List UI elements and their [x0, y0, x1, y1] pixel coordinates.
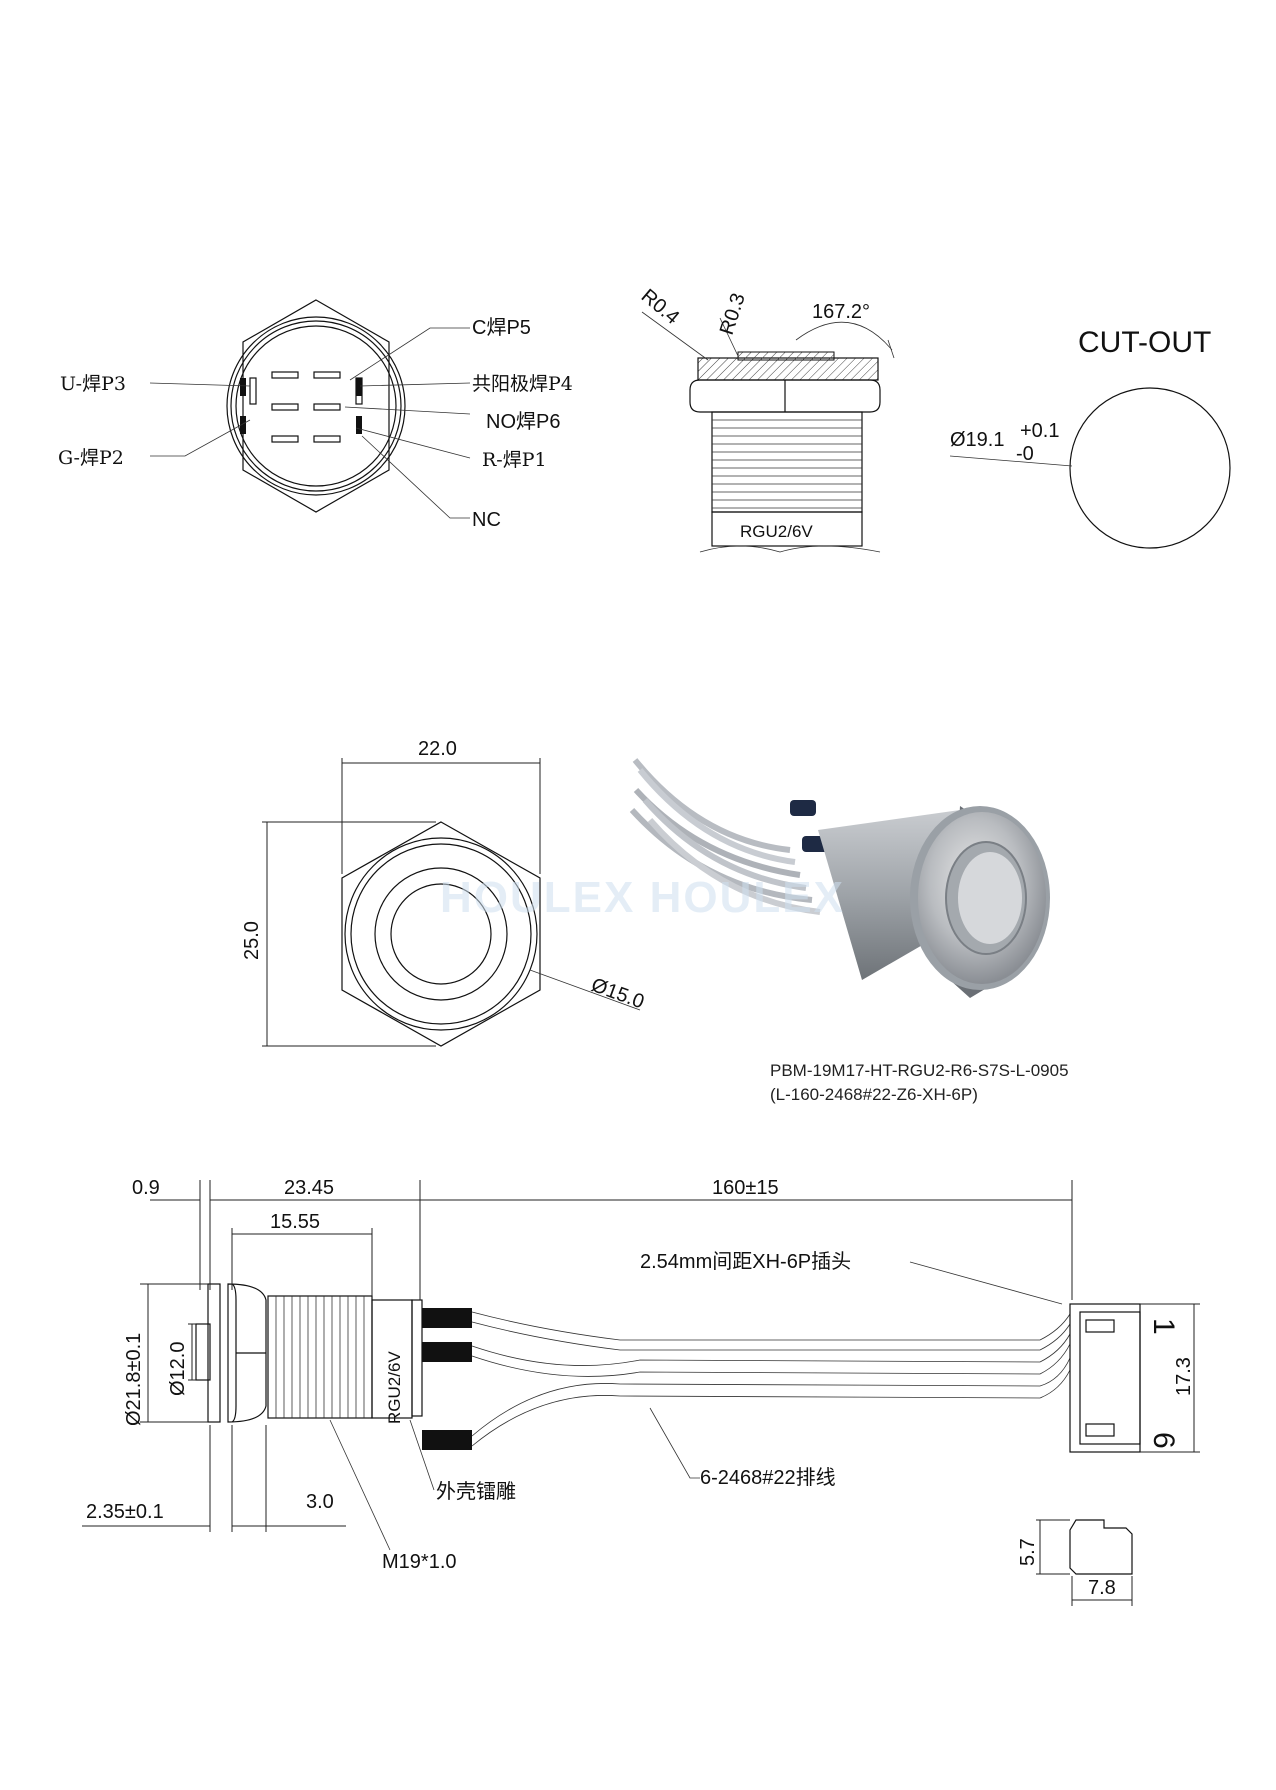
label-r04: R0.4	[637, 285, 684, 329]
body-marking: RGU2/6V	[385, 1351, 404, 1424]
outer-ring	[226, 316, 406, 496]
dim-height: 25.0	[241, 921, 263, 960]
pin-6-label: 6	[1147, 1432, 1180, 1449]
cutout-title: CUT-OUT	[1078, 326, 1211, 359]
product-photo: HOULEX HOULEX PBM-19M17-HT-RGU2-R6-S7S-L…	[440, 758, 1069, 1104]
part-number-line1: PBM-19M17-HT-RGU2-R6-S7S-L-0905	[770, 1061, 1069, 1080]
dim-160: 160±15	[712, 1177, 779, 1199]
pin-view: C焊P5 U-焊P3 共阳极焊P4 NO焊P6 G-焊P2 R-焊P1 NC	[58, 299, 573, 531]
wire-label: 6-2468#22排线	[700, 1466, 836, 1489]
dim-12-0: Ø12.0	[167, 1342, 189, 1396]
label-common-anode-p4: 共阳极焊P4	[472, 373, 573, 395]
side-view: 0.9 23.45 15.55 160±15 2.54mm间距XH-6P插头 Ø…	[82, 1177, 1200, 1573]
cutout-circle	[1069, 387, 1231, 549]
thread-lines	[712, 419, 862, 509]
part-number-line2: (L-160-2468#22-Z6-XH-6P)	[770, 1085, 978, 1104]
watermark: HOULEX HOULEX	[440, 873, 845, 922]
cutout-diameter: Ø19.1	[950, 429, 1004, 451]
dim-0-9: 0.9	[132, 1177, 160, 1199]
wire-bundle	[471, 1311, 1071, 1447]
dim-5-7: 5.7	[1017, 1538, 1039, 1566]
cutout-tol-minus: -0	[1016, 443, 1034, 465]
hex-nut-outline	[242, 299, 390, 513]
label-g-p2: G-焊P2	[58, 447, 124, 469]
connector-label: 2.54mm间距XH-6P插头	[640, 1250, 851, 1273]
label-nc: NC	[472, 509, 501, 531]
cutout: CUT-OUT Ø19.1 +0.1 -0	[949, 326, 1231, 549]
marking-text: RGU2/6V	[740, 522, 813, 541]
pin-contacts	[240, 371, 363, 443]
label-angle: 167.2°	[812, 301, 870, 323]
label-u-p3: U-焊P3	[60, 373, 126, 395]
inner-ring	[230, 320, 402, 492]
engrave-label: 外壳镭雕	[436, 1480, 516, 1503]
dim-width: 22.0	[418, 738, 457, 760]
dim-7-8: 7.8	[1088, 1577, 1116, 1599]
dim-diameter: Ø15.0	[588, 974, 647, 1013]
side-profile: R0.4 R0.3 167.2° RGU2/6V	[637, 285, 895, 553]
dim-21-8: Ø21.8±0.1	[123, 1333, 145, 1426]
front-hex	[341, 821, 541, 1047]
label-r03: R0.3	[716, 291, 750, 338]
pin-1-label: 1	[1147, 1318, 1180, 1335]
dim-17-3: 17.3	[1173, 1357, 1195, 1396]
label-c-p5: C焊P5	[472, 316, 531, 339]
thread-label: M19*1.0	[382, 1551, 457, 1573]
label-no-p6: NO焊P6	[486, 410, 560, 433]
connector-side-view: 5.7 7.8	[1017, 1519, 1133, 1606]
dim-15-55: 15.55	[270, 1211, 320, 1233]
dim-3-0: 3.0	[306, 1491, 334, 1513]
dim-2-35: 2.35±0.1	[86, 1501, 164, 1523]
label-r-p1: R-焊P1	[482, 449, 547, 471]
dim-23-45: 23.45	[284, 1177, 334, 1199]
cutout-tol-plus: +0.1	[1020, 420, 1059, 442]
side-thread	[275, 1296, 365, 1418]
